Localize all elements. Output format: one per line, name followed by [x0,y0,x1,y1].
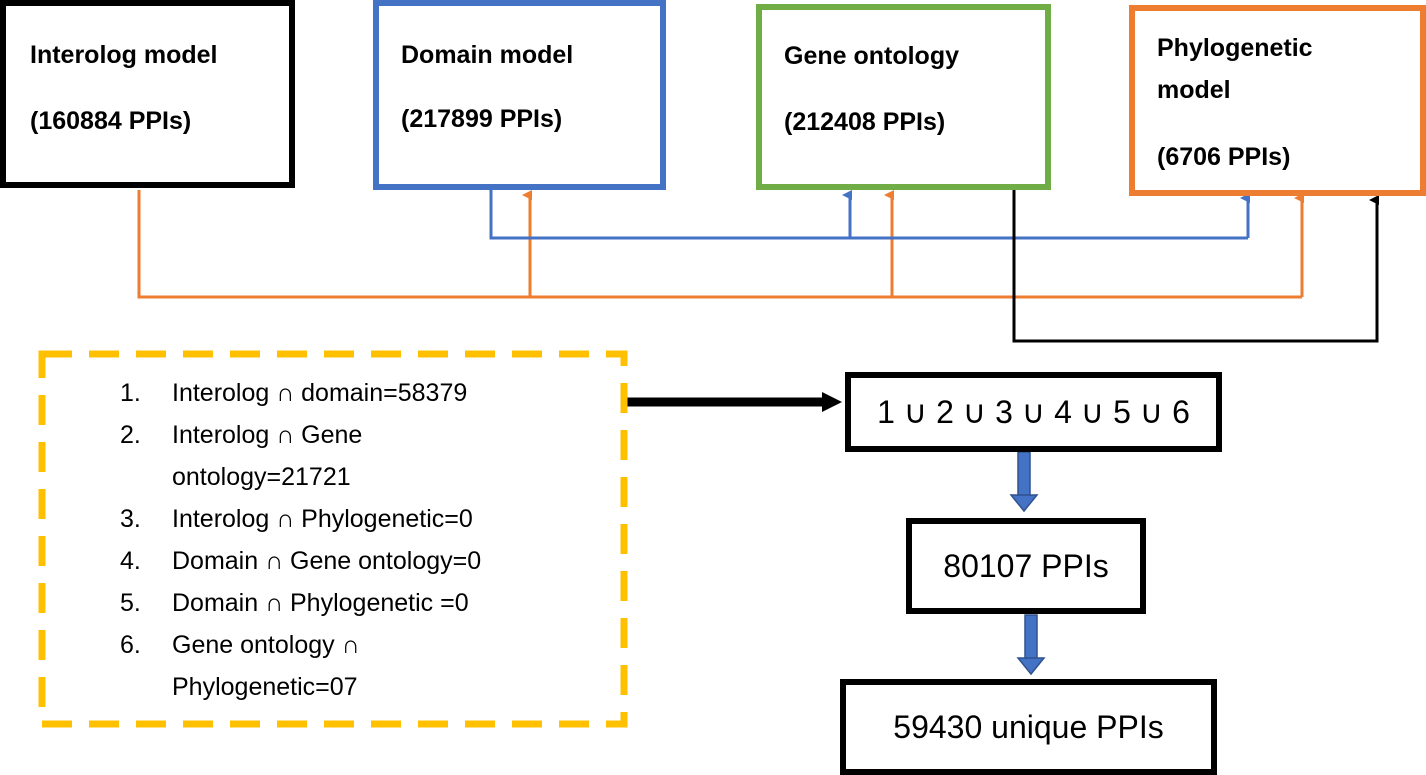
intersection-text-continued: ontology=21721 [172,463,351,491]
intersection-text: Interolog ∩ domain=58379 [172,379,468,407]
intersections-dashed-box [38,350,628,728]
unique-ppis-text: 59430 unique PPIs [893,708,1164,745]
intersection-text: Interolog ∩ Gene [172,421,363,449]
phylogenetic-model-title-line1: Phylogenetic [1157,34,1313,62]
intersection-item: 5. Domain ∩ Phylogenetic =0 [120,582,592,624]
unique-ppis-box: 59430 unique PPIs [840,679,1217,775]
intersection-text-continued: Phylogenetic=07 [172,673,358,701]
phylogenetic-model-title-line2: model [1157,76,1231,104]
intersection-number: 4. [120,547,141,575]
intersections-list: 1. Interolog ∩ domain=58379 2. Interolog… [120,372,592,708]
union-text: 1 ∪ 2 ∪ 3 ∪ 4 ∪ 5 ∪ 6 [877,394,1190,430]
intersection-number: 2. [120,421,141,449]
intersection-number: 6. [120,631,141,659]
intersection-text: Domain ∩ Phylogenetic =0 [172,589,469,617]
gene-ontology-box: Gene ontology (212408 PPIs) [756,4,1051,190]
intersection-text: Domain ∩ Gene ontology=0 [172,547,482,575]
total-ppis-text: 80107 PPIs [943,547,1109,584]
down-arrow-1 [1009,451,1039,513]
domain-model-count: (217899 PPIs) [401,105,563,133]
domain-model-box: Domain model (217899 PPIs) [373,0,666,190]
gene-ontology-count: (212408 PPIs) [784,108,946,136]
phylogenetic-model-count: (6706 PPIs) [1157,143,1291,171]
interolog-model-box: Interolog model (160884 PPIs) [0,0,295,188]
intersection-number: 5. [120,589,141,617]
union-box: 1 ∪ 2 ∪ 3 ∪ 4 ∪ 5 ∪ 6 [845,372,1222,452]
intersection-item: 4. Domain ∩ Gene ontology=0 [120,540,592,582]
intersection-text: Gene ontology ∩ [172,631,360,659]
total-ppis-box: 80107 PPIs [906,518,1146,614]
intersection-item: 1. Interolog ∩ domain=58379 [120,372,592,414]
intersection-number: 1. [120,379,141,407]
interolog-model-count: (160884 PPIs) [30,107,192,135]
gene-ontology-title: Gene ontology [784,42,959,70]
intersection-item: 2. Interolog ∩ Gene ontology=21721 [120,414,592,498]
down-arrow-2 [1016,614,1046,676]
domain-model-title: Domain model [401,41,574,69]
intersection-text: Interolog ∩ Phylogenetic=0 [172,505,473,533]
intersection-number: 3. [120,505,141,533]
phylogenetic-model-box: Phylogenetic model (6706 PPIs) [1129,5,1426,196]
list-to-union-arrowhead [822,392,842,412]
orange-connector [137,190,1302,299]
intersection-item: 6. Gene ontology ∩ Phylogenetic=07 [120,624,592,708]
interolog-model-title: Interolog model [30,41,218,69]
intersection-item: 3. Interolog ∩ Phylogenetic=0 [120,498,592,540]
blue-connector [489,190,1248,240]
black-connector [1012,186,1379,343]
